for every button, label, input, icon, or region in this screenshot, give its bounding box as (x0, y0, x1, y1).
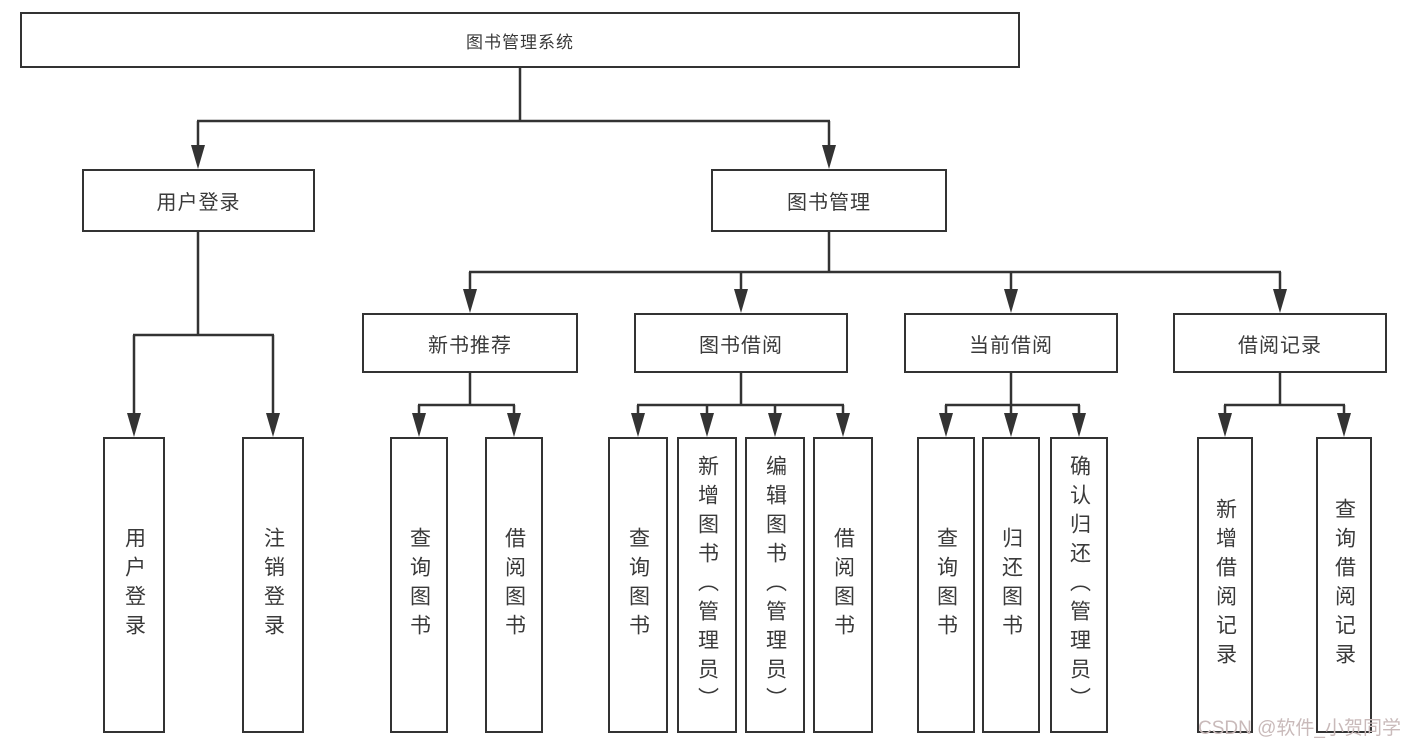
leaf-current-query-books: 查询图书 (917, 437, 975, 733)
node-borrow-records-label: 借阅记录 (1238, 334, 1322, 357)
leaf-borrow-add-books-admin-label: 新增图书（管理员） (695, 454, 719, 716)
leaf-user-login: 用户登录 (103, 437, 165, 733)
node-root: 图书管理系统 (20, 12, 1020, 68)
leaf-borrow-borrow-books-label: 借阅图书 (831, 527, 855, 643)
node-root-label: 图书管理系统 (466, 32, 574, 52)
leaf-borrow-borrow-books: 借阅图书 (813, 437, 873, 733)
node-borrow-records: 借阅记录 (1173, 313, 1387, 373)
node-book-borrow: 图书借阅 (634, 313, 848, 373)
arrowhead (768, 413, 782, 437)
leaf-borrow-edit-books-admin-label: 编辑图书（管理员） (763, 454, 787, 716)
arrowhead (127, 413, 141, 437)
arrowhead (191, 145, 205, 169)
node-user-login: 用户登录 (82, 169, 315, 232)
node-book-management-label: 图书管理 (787, 192, 871, 214)
node-current-borrow: 当前借阅 (904, 313, 1118, 373)
arrowhead (1072, 413, 1086, 437)
leaf-user-login-label: 用户登录 (122, 527, 146, 643)
leaf-records-query-record-label: 查询借阅记录 (1332, 498, 1356, 672)
leaf-records-add-record-label: 新增借阅记录 (1213, 498, 1237, 672)
arrowhead (266, 413, 280, 437)
leaf-recommend-query-books-label: 查询图书 (407, 527, 431, 643)
node-current-borrow-label: 当前借阅 (969, 334, 1053, 357)
node-book-borrow-label: 图书借阅 (699, 334, 783, 357)
arrowhead (939, 413, 953, 437)
leaf-borrow-query-books: 查询图书 (608, 437, 668, 733)
leaf-logout-label: 注销登录 (261, 527, 285, 643)
arrowhead (1218, 413, 1232, 437)
leaf-current-query-books-label: 查询图书 (934, 527, 958, 643)
arrowhead (1004, 413, 1018, 437)
leaf-recommend-query-books: 查询图书 (390, 437, 448, 733)
leaf-current-return-books: 归还图书 (982, 437, 1040, 733)
leaf-current-return-books-label: 归还图书 (999, 527, 1023, 643)
node-book-management: 图书管理 (711, 169, 947, 232)
leaf-current-confirm-return-admin: 确认归还（管理员） (1050, 437, 1108, 733)
leaf-borrow-query-books-label: 查询图书 (626, 527, 650, 643)
watermark: CSDN @软件_小贺同学 (1198, 718, 1401, 739)
node-new-book-recommend-label: 新书推荐 (428, 334, 512, 357)
leaf-records-query-record: 查询借阅记录 (1316, 437, 1372, 733)
arrowhead (412, 413, 426, 437)
arrowhead (822, 145, 836, 169)
leaf-borrow-edit-books-admin: 编辑图书（管理员） (745, 437, 805, 733)
leaf-records-add-record: 新增借阅记录 (1197, 437, 1253, 733)
arrowhead (507, 413, 521, 437)
arrowhead (700, 413, 714, 437)
leaf-logout: 注销登录 (242, 437, 304, 733)
arrowhead (734, 289, 748, 313)
arrowhead (836, 413, 850, 437)
node-new-book-recommend: 新书推荐 (362, 313, 578, 373)
leaf-borrow-add-books-admin: 新增图书（管理员） (677, 437, 737, 733)
arrowhead (463, 289, 477, 313)
leaf-recommend-borrow-books-label: 借阅图书 (502, 527, 526, 643)
leaf-recommend-borrow-books: 借阅图书 (485, 437, 543, 733)
arrowhead (1337, 413, 1351, 437)
node-user-login-label: 用户登录 (156, 192, 241, 214)
arrowhead (1273, 289, 1287, 313)
arrowhead (631, 413, 645, 437)
leaf-current-confirm-return-admin-label: 确认归还（管理员） (1067, 454, 1091, 716)
arrowhead (1004, 289, 1018, 313)
